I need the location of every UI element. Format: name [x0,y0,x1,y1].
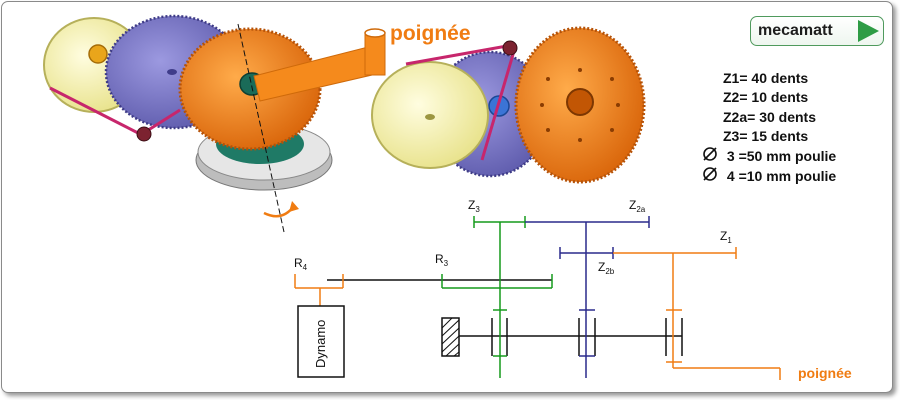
label-z2b: Z2b [598,260,615,276]
poignee-label-bottom: poignée [798,365,852,381]
orange-gear-2-hub [566,88,594,116]
rotation-arrow-head-icon [289,201,299,212]
brand-name: mecamatt [758,22,833,39]
belt-idler-2 [502,40,518,56]
spec-z2a: Z2a= 30 dents [723,108,816,125]
poignee-label-top: poignée [390,22,471,45]
belt-top-2 [405,44,508,66]
orange-gear-2-holes [540,68,620,142]
left-gear-assembly [43,14,386,233]
mecamatt-logo-button[interactable]: mecamatt [750,16,884,46]
shaft-z2 [525,216,650,378]
diagram-frame: mecamatt poignée poignée Z1= 40 dents Z2… [1,1,893,393]
belt-lower [49,86,141,136]
diameter-icon [702,146,723,166]
gear-drawing [43,14,781,380]
diameter-icon [702,166,723,186]
frame-block [441,317,460,357]
yellow-pulley-2-hole [425,114,435,120]
frame-hatch [441,317,460,357]
pulley-r4 [294,274,344,306]
schema-labels: Z3 Z2a Z1 Z2b R4 R3 Dynamo [294,198,732,368]
belt-idler [136,126,152,142]
spec-pulley-4-text: 4 =10 mm poulie [723,168,837,185]
spec-z3: Z3= 15 dents [723,127,809,144]
spec-z2: Z2= 10 dents [723,89,809,106]
spec-z1: Z1= 40 dents [723,70,809,86]
label-z3: Z3 [468,198,480,214]
spec-pulley-3-text: 3 =50 mm poulie [723,148,837,165]
purple-gear-hole [167,69,177,75]
label-r3: R3 [435,252,449,268]
bearings [491,318,683,356]
crank-handle-top [364,28,386,38]
belt-side-2 [480,50,516,161]
shaft-z1 [613,247,781,380]
small-pinion [88,44,108,64]
label-z2a: Z2a [629,198,646,214]
label-z1: Z1 [720,229,732,245]
dynamo-label: Dynamo [313,320,328,368]
pulley-r3 [441,274,553,289]
label-r4: R4 [294,256,308,272]
gear-specs: Z1= 40 dents Z2= 10 dents Z2a= 30 dents … [702,69,836,187]
right-gear-assembly [371,26,646,184]
play-icon [858,20,879,42]
spec-pulley-4: 4 =10 mm poulie [702,166,836,186]
spec-pulley-3: 3 =50 mm poulie [702,146,836,166]
kinematic-schema [294,216,781,380]
dynamo-box [297,305,345,378]
